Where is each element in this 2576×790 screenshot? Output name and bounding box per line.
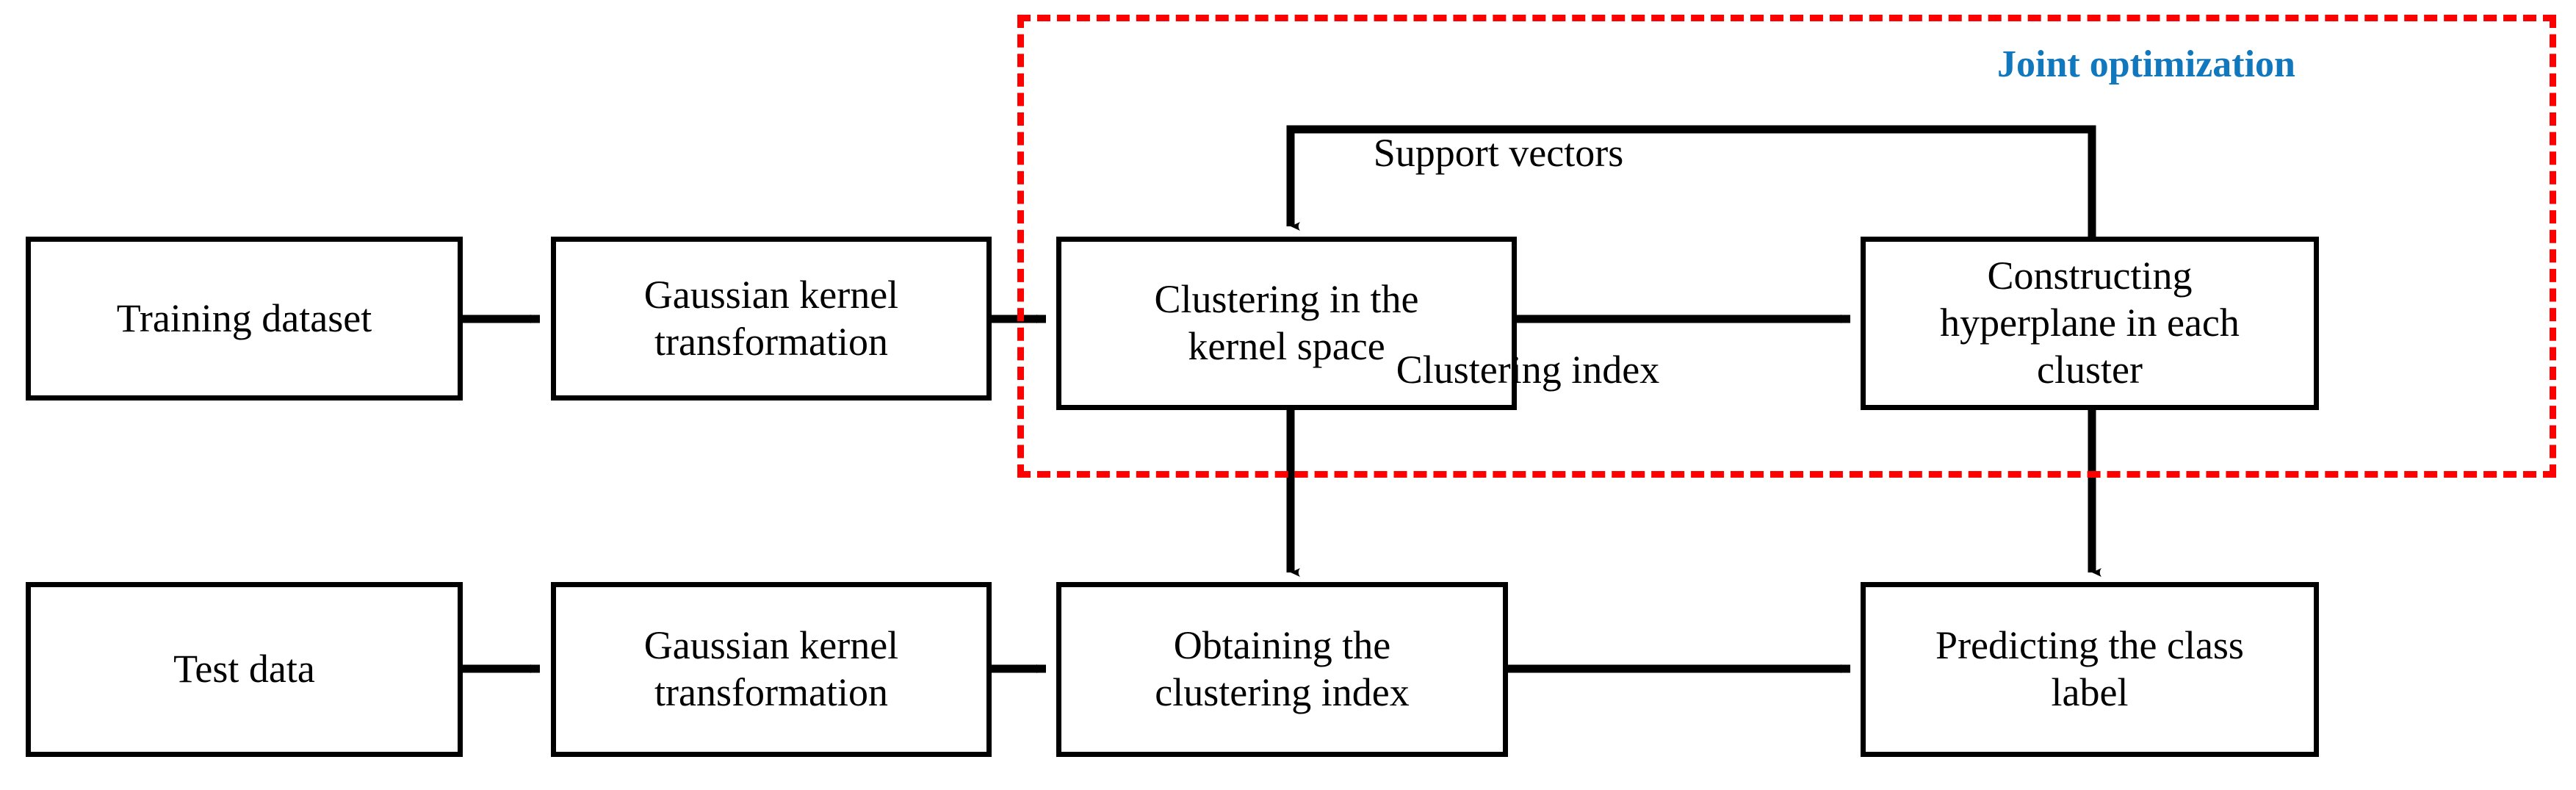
node-clustering-in-the-kernel-space[interactable]: Clustering in the kernel space (1056, 237, 1517, 410)
node-predicting-the-class-label[interactable]: Predicting the class label (1861, 582, 2319, 757)
node-constructing-hyperplane-in-each-cluster-label: Constructing hyperplane in each cluster (1940, 254, 2240, 392)
node-clustering-in-the-kernel-space-label: Clustering in the kernel space (1154, 277, 1419, 368)
node-obtaining-the-clustering-index-label: Obtaining the clustering index (1155, 623, 1410, 714)
node-gaussian-kernel-transformation-test[interactable]: Gaussian kernel transformation (551, 582, 992, 757)
node-test-data-label: Test data (173, 647, 315, 692)
edge-label-clustering-index: Clustering index (1396, 348, 1660, 392)
joint-optimization-label: Joint optimization (1997, 43, 2295, 85)
node-gaussian-kernel-transformation-test-label: Gaussian kernel transformation (643, 623, 899, 714)
node-predicting-the-class-label-label: Predicting the class label (1935, 623, 2244, 714)
node-gaussian-kernel-transformation-train-label: Gaussian kernel transformation (643, 272, 899, 364)
edge-support-vectors-feedback (1286, 125, 2096, 237)
node-training-dataset[interactable]: Training dataset (26, 237, 463, 401)
node-test-data[interactable]: Test data (26, 582, 463, 757)
node-constructing-hyperplane-in-each-cluster[interactable]: Constructing hyperplane in each cluster (1861, 237, 2319, 410)
node-gaussian-kernel-transformation-train[interactable]: Gaussian kernel transformation (551, 237, 992, 401)
node-training-dataset-label: Training dataset (116, 295, 372, 340)
edge-label-support-vectors: Support vectors (1373, 131, 1624, 175)
node-obtaining-the-clustering-index[interactable]: Obtaining the clustering index (1056, 582, 1508, 757)
